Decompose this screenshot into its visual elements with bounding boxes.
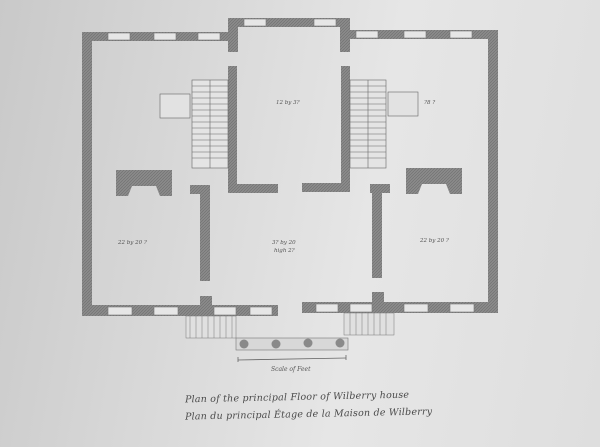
room-label-middle-right: 22 by 20 ?	[419, 238, 449, 244]
portico-columns	[235, 337, 349, 351]
room-label-top-right: ?8 ?	[424, 100, 435, 106]
scale-label: Scale of Feet	[271, 366, 311, 373]
top-windows	[107, 18, 473, 41]
room-label-top-center: 12 by 3?	[276, 100, 300, 106]
room-label-middle-center-1: 3? by 20	[272, 240, 296, 246]
portico-steps	[185, 312, 395, 339]
room-label-middle-left: 22 by 20 ?	[117, 240, 147, 246]
interior-walls	[190, 66, 390, 306]
bottom-windows	[107, 303, 475, 316]
outer-walls	[82, 18, 498, 316]
fireplaces	[116, 168, 462, 196]
staircase-right	[349, 79, 419, 169]
staircase-left	[159, 79, 229, 169]
room-label-middle-center-2: high 2?	[274, 248, 295, 254]
scale-bar	[237, 355, 347, 362]
